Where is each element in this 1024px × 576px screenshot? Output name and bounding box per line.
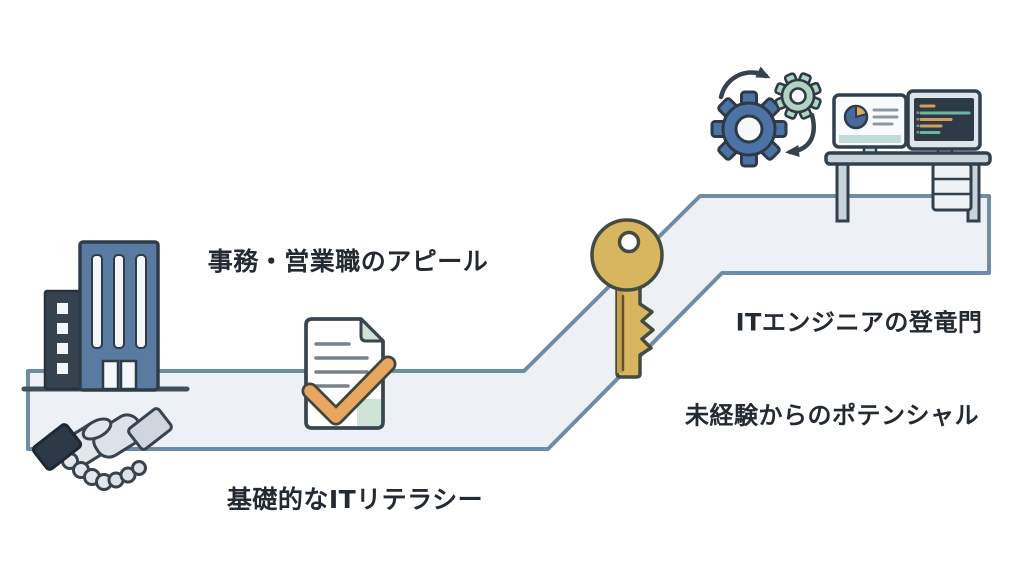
code-monitor-icon	[906, 89, 982, 158]
label-potential-from-inexperience: 未経験からのポテンシャル	[685, 401, 979, 430]
key-icon	[590, 218, 664, 379]
check-mark-icon	[301, 355, 397, 426]
label-basic-it-literacy: 基礎的なITリテラシー	[226, 485, 484, 514]
label-office-sales-appeal: 事務・営業職のアピール	[207, 247, 489, 276]
sync-arrow-bottom	[785, 112, 816, 157]
handshake-icon	[31, 407, 173, 491]
checked-document-icon	[301, 317, 397, 430]
dashboard-monitor-icon	[832, 93, 908, 156]
desk-icon	[824, 151, 992, 223]
gears-sync-icon	[710, 66, 822, 168]
sync-arrow-top	[718, 66, 771, 100]
label-it-engineer-gateway: ITエンジニアの登竜門	[735, 308, 983, 337]
office-building-icon	[43, 240, 160, 392]
rising-path-shape	[26, 194, 991, 451]
developer-workstation-icon	[824, 89, 992, 223]
